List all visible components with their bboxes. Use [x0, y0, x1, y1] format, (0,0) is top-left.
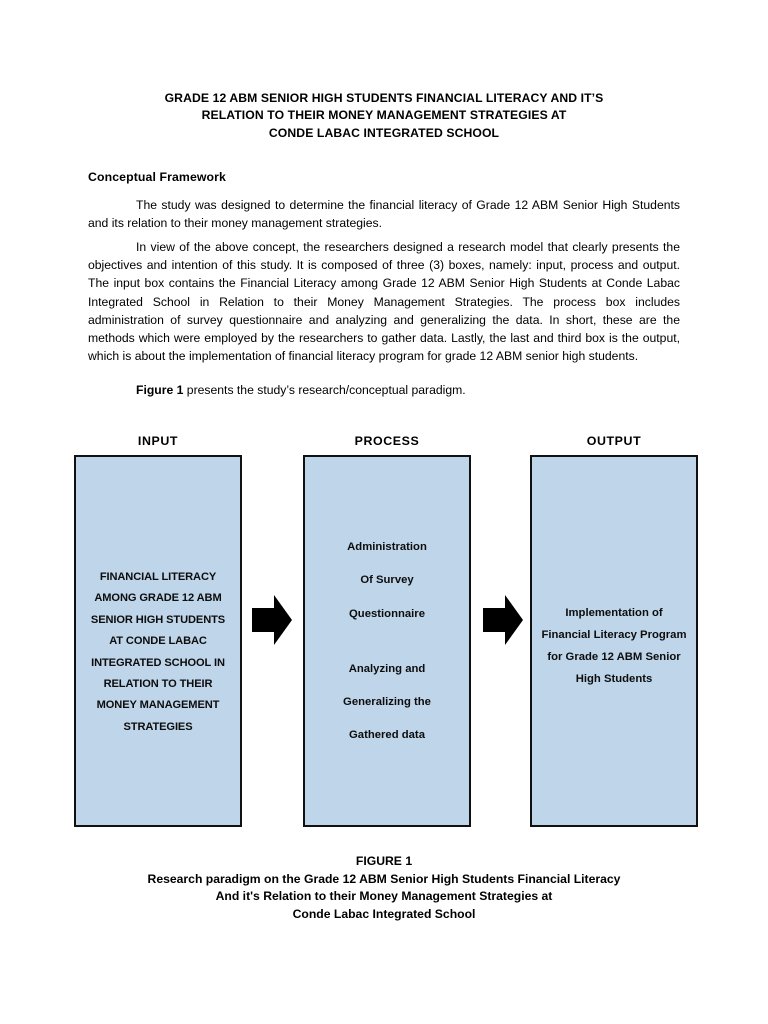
input-line-3: SENIOR HIGH STUDENTS	[90, 613, 226, 626]
input-line-7: MONEY MANAGEMENT	[96, 699, 220, 712]
output-line-4: High Students	[575, 673, 653, 686]
output-line-3: for Grade 12 ABM Senior	[547, 651, 681, 664]
arrow-process-to-output-icon	[481, 592, 525, 648]
output-line-2: Financial Literacy Program	[541, 629, 687, 642]
section-heading-conceptual-framework: Conceptual Framework	[88, 170, 226, 184]
figure-caption-line-4: Conde Labac Integrated School	[292, 906, 476, 921]
output-box: Implementation of Financial Literacy Pro…	[530, 455, 698, 827]
input-line-1: FINANCIAL LITERACY	[99, 571, 217, 583]
input-line-6: RELATION TO THEIR	[103, 678, 213, 691]
process-box-text: Administration Of Survey Questionnaire A…	[305, 541, 469, 764]
paragraph-text: In view of the above concept, the resear…	[88, 240, 680, 364]
process-line-1: Administration	[347, 541, 427, 553]
figure-caption-line-2: Research paradigm on the Grade 12 ABM Se…	[147, 871, 621, 886]
paragraph-figure-reference: Figure 1 presents the study’s research/c…	[88, 381, 680, 399]
input-box: FINANCIAL LITERACY AMONG GRADE 12 ABM SE…	[74, 455, 242, 827]
process-line-3: Questionnaire	[349, 607, 425, 620]
output-box-text: Implementation of Financial Literacy Pro…	[532, 602, 696, 691]
input-line-5: INTEGRATED SCHOOL IN	[91, 656, 225, 669]
paragraph-research-model: In view of the above concept, the resear…	[88, 238, 680, 365]
figure-caption-line-3: And it's Relation to their Money Managem…	[215, 889, 553, 904]
column-label-output: OUTPUT	[586, 434, 642, 448]
output-line-1: Implementation of	[565, 607, 663, 619]
document-title-line-3: CONDE LABAC INTEGRATED SCHOOL	[268, 125, 500, 140]
figure-reference-bold: Figure 1	[136, 383, 184, 397]
paragraph-text: The study was designed to determine the …	[88, 198, 680, 231]
column-label-input: INPUT	[137, 434, 179, 448]
column-label-process: PROCESS	[354, 434, 420, 448]
process-line-2: Of Survey	[360, 574, 414, 587]
input-box-text: FINANCIAL LITERACY AMONG GRADE 12 ABM SE…	[76, 567, 240, 738]
paragraph-study-purpose: The study was designed to determine the …	[88, 196, 680, 232]
document-title-line-2: RELATION TO THEIR MONEY MANAGEMENT STRAT…	[201, 108, 567, 123]
document-title-line-1: GRADE 12 ABM SENIOR HIGH STUDENTS FINANC…	[164, 91, 604, 105]
process-line-6: Gathered data	[349, 729, 425, 742]
figure-caption: FIGURE 1 Research paradigm on the Grade …	[84, 853, 684, 923]
input-line-8: STRATEGIES	[123, 720, 193, 733]
input-line-4: AT CONDE LABAC	[109, 635, 207, 648]
figure-caption-line-1: FIGURE 1	[355, 854, 413, 868]
arrow-input-to-process-icon	[250, 592, 294, 648]
document-title: GRADE 12 ABM SENIOR HIGH STUDENTS FINANC…	[84, 90, 684, 142]
figure-reference-rest: presents the study’s research/conceptual…	[183, 383, 466, 397]
process-line-4: Analyzing and	[348, 662, 426, 675]
process-line-5: Generalizing the	[343, 696, 431, 709]
process-box: Administration Of Survey Questionnaire A…	[303, 455, 471, 827]
input-line-2: AMONG GRADE 12 ABM	[94, 592, 222, 605]
process-line-spacer	[311, 642, 463, 664]
